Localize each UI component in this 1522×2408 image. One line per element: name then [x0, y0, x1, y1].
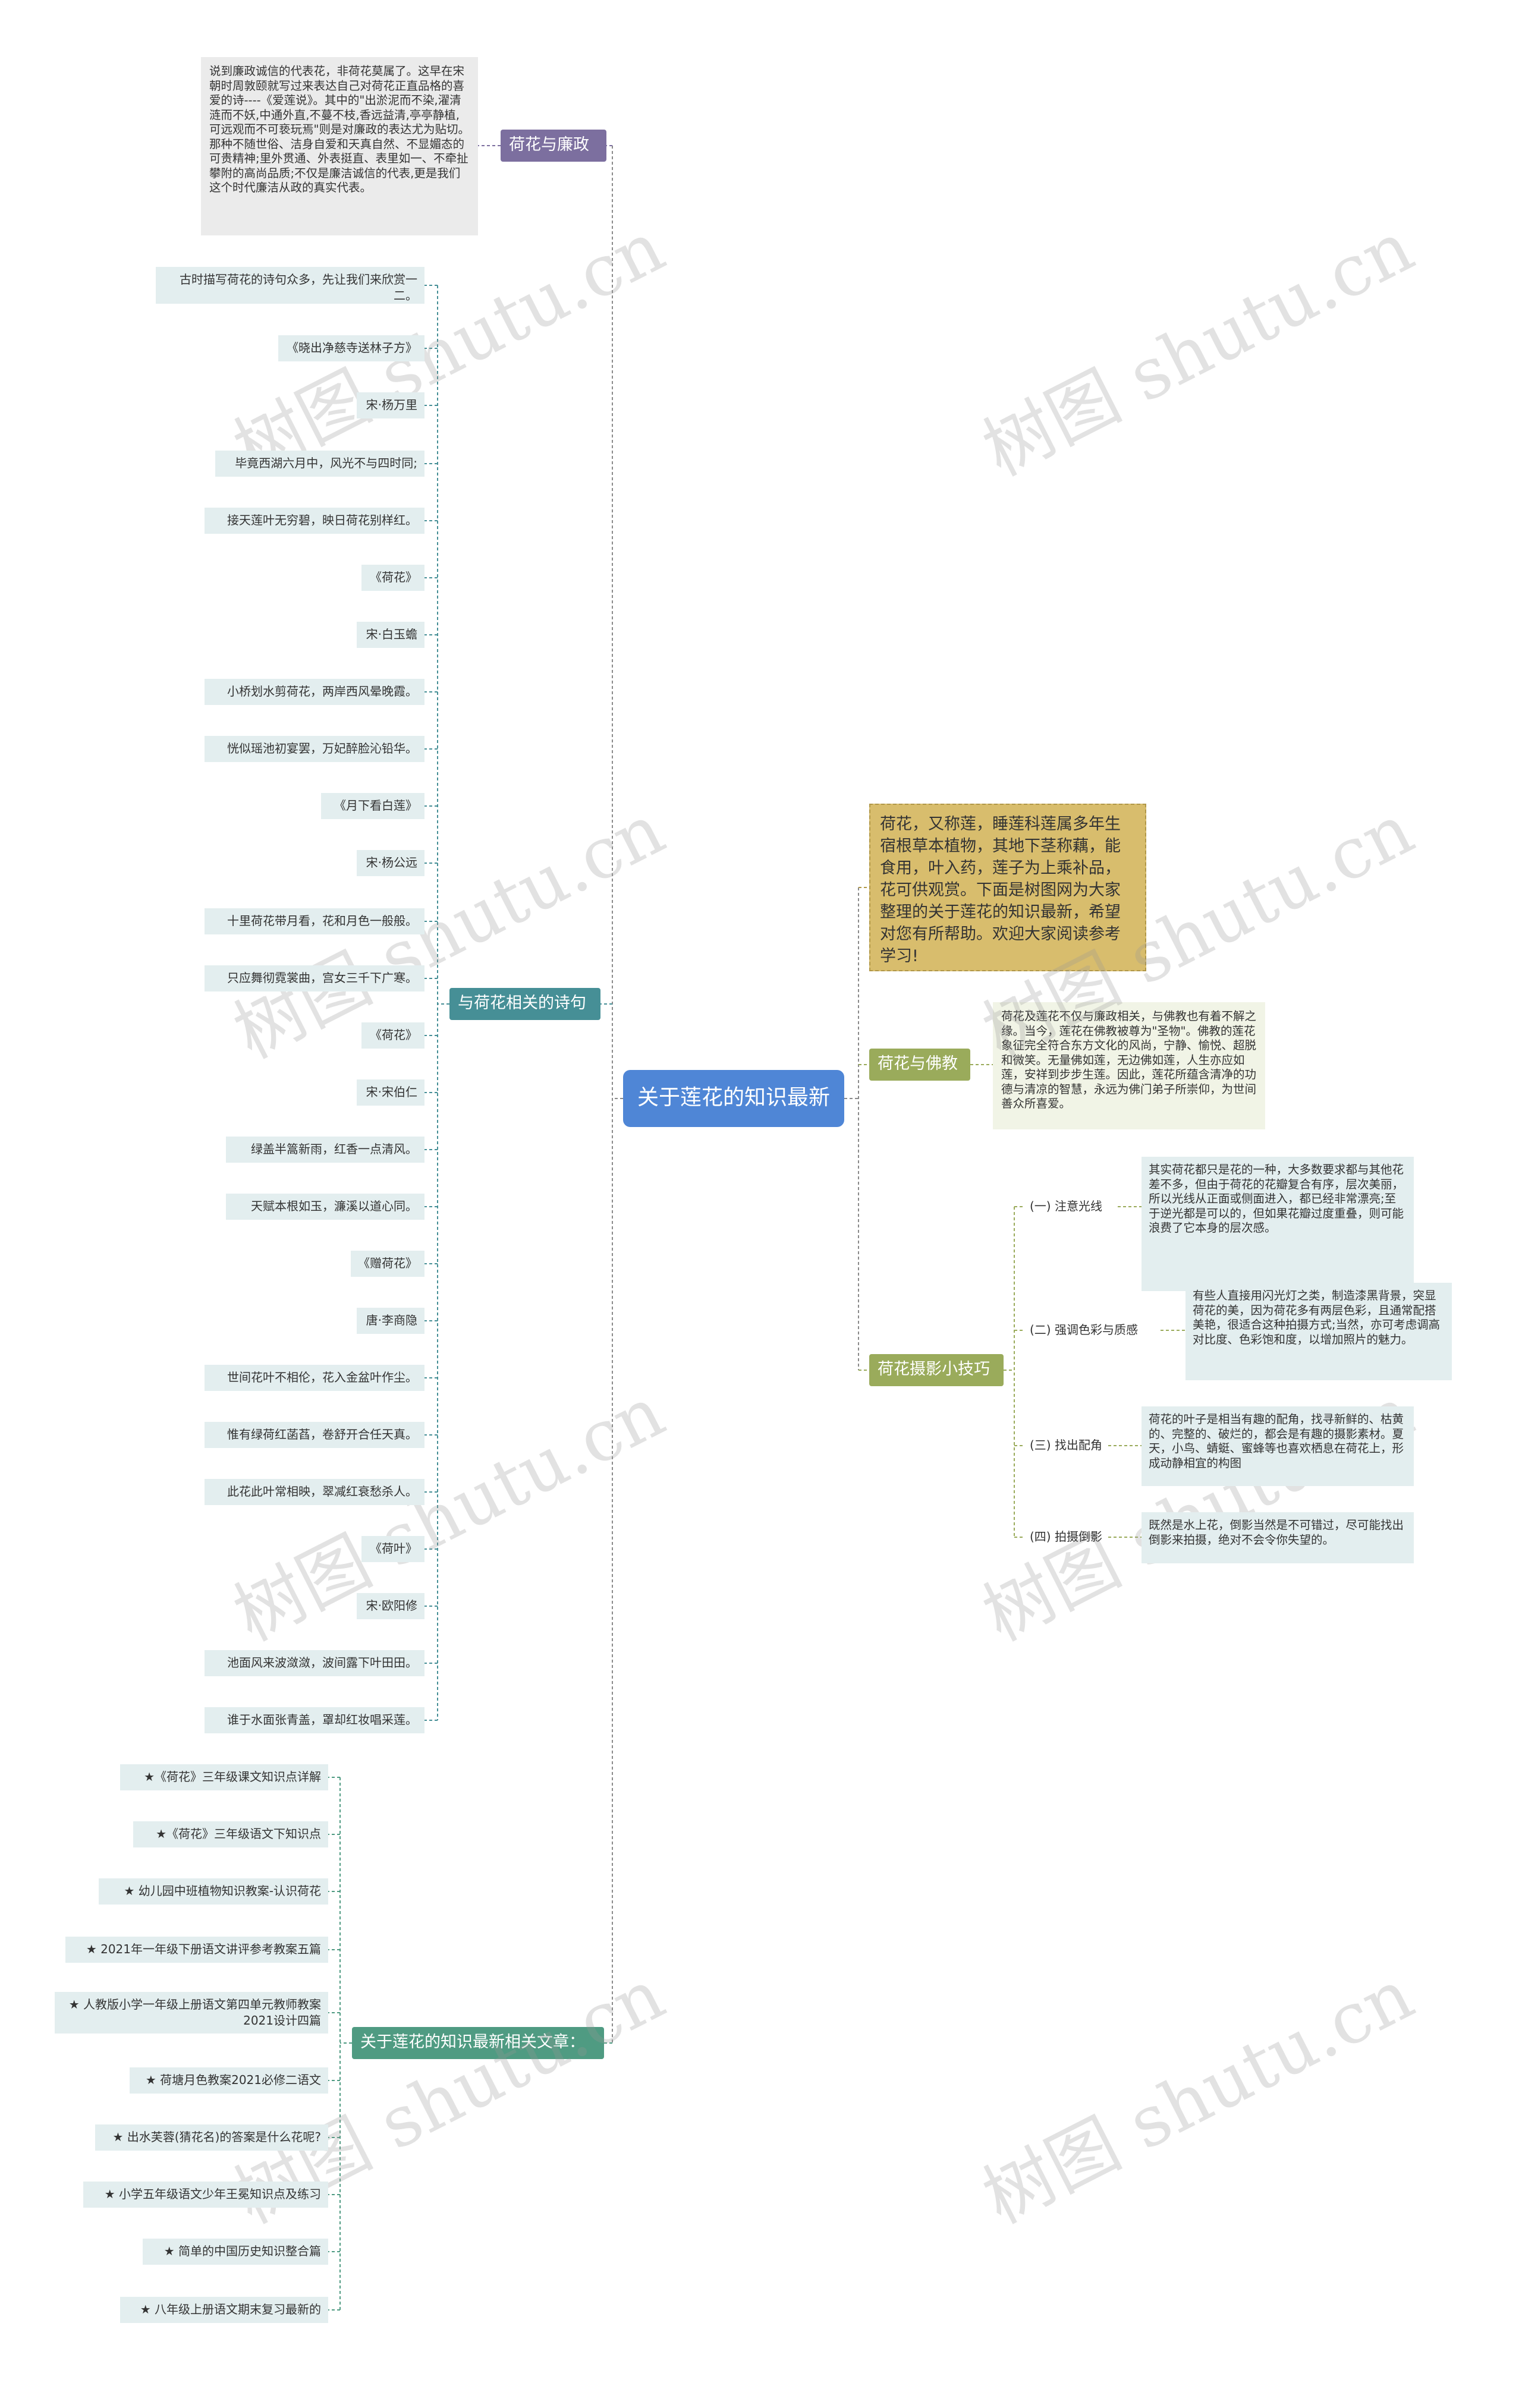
- poem-line: 唐·李商隐: [357, 1308, 424, 1334]
- poem-line: 宋·杨万里: [357, 392, 424, 418]
- branch-articles[interactable]: 关于莲花的知识最新相关文章：: [352, 2027, 604, 2059]
- watermark: 树图 shutu.cn: [970, 1371, 1426, 1657]
- root-topic[interactable]: 关于莲花的知识最新: [623, 1070, 844, 1127]
- article-link[interactable]: ★《荷花》三年级课文知识点详解: [120, 1764, 328, 1790]
- article-link[interactable]: ★ 2021年一年级下册语文讲评参考教案五篇: [65, 1937, 328, 1963]
- poem-line: 惟有绿荷红菡萏，卷舒开合任天真。: [205, 1422, 424, 1448]
- poem-line: 接天莲叶无穷碧，映日荷花别样红。: [205, 508, 424, 534]
- photo-tip-label[interactable]: (四) 拍摄倒影: [1030, 1529, 1102, 1544]
- article-link[interactable]: ★ 八年级上册语文期末复习最新的: [120, 2297, 328, 2323]
- poem-line: 《月下看白莲》: [321, 793, 424, 819]
- branch-lianzheng[interactable]: 荷花与廉政: [501, 130, 606, 162]
- photo-tip-note: 既然是水上花，倒影当然是不可错过，尽可能找出倒影来拍摄，绝对不会令你失望的。: [1142, 1512, 1414, 1563]
- article-link[interactable]: ★ 人教版小学一年级上册语文第四单元教师教案2021设计四篇: [55, 1992, 328, 2034]
- poem-line: 恍似瑶池初宴罢，万妃醉脸沁铅华。: [205, 736, 424, 762]
- article-link[interactable]: ★《荷花》三年级语文下知识点: [133, 1821, 328, 1847]
- article-link[interactable]: ★ 小学五年级语文少年王冕知识点及练习: [83, 2182, 328, 2208]
- photo-tip-label[interactable]: (二) 强调色彩与质感: [1030, 1323, 1138, 1337]
- poem-line: 天赋本根如玉，濂溪以道心同。: [226, 1194, 424, 1220]
- poem-line: 《荷花》: [361, 1022, 424, 1049]
- poem-line: 《赠荷花》: [351, 1251, 424, 1277]
- poem-line: 《荷花》: [361, 565, 424, 591]
- article-link[interactable]: ★ 简单的中国历史知识整合篇: [143, 2239, 328, 2265]
- poem-line: 宋·欧阳修: [357, 1593, 424, 1619]
- poem-line: 此花此叶常相映，翠减红衰愁杀人。: [205, 1479, 424, 1505]
- poem-line: 《荷叶》: [361, 1536, 424, 1562]
- article-link[interactable]: ★ 荷塘月色教案2021必修二语文: [130, 2067, 328, 2094]
- poem-line: 毕竟西湖六月中，风光不与四时同;: [215, 451, 424, 477]
- poem-line: 小桥划水剪荷花，两岸西风晕晚霞。: [205, 679, 424, 705]
- poem-line: 绿盖半篙新雨，红香一点清风。: [226, 1137, 424, 1163]
- poem-line: 池面风来波潋潋，波间露下叶田田。: [205, 1650, 424, 1676]
- poem-line: 宋·杨公远: [357, 850, 424, 876]
- photo-tip-note: 其实荷花都只是花的一种，大多数要求都与其他花差不多，但由于荷花的花瓣复合有序，层…: [1142, 1157, 1414, 1291]
- poem-line: 古时描写荷花的诗句众多，先让我们来欣赏一二。: [156, 267, 424, 304]
- lianzheng-note: 说到廉政诚信的代表花，非荷花莫属了。这早在宋朝时周敦颐就写过来表达自己对荷花正直…: [201, 57, 478, 235]
- photo-tip-label[interactable]: (一) 注意光线: [1030, 1199, 1102, 1213]
- photo-tip-note: 有些人直接用闪光灯之类，制造漆黑背景，突显荷花的美，因为荷花多有两层色彩，且通常…: [1185, 1283, 1452, 1380]
- branch-buddhism[interactable]: 荷花与佛教: [869, 1049, 970, 1081]
- poem-line: 宋·白玉蟾: [357, 622, 424, 648]
- branch-photo[interactable]: 荷花摄影小技巧: [869, 1354, 1004, 1386]
- poem-line: 十里荷花带月看，花和月色一般般。: [205, 908, 424, 934]
- poem-line: 宋·宋伯仁: [357, 1079, 424, 1106]
- watermark: 树图 shutu.cn: [221, 1370, 677, 1657]
- article-link[interactable]: ★ 出水芙蓉(猜花名)的答案是什么花呢?: [95, 2124, 328, 2151]
- photo-tip-note: 荷花的叶子是相当有趣的配角，找寻新鲜的、枯黄的、完整的、破烂的，都会是有趣的摄影…: [1142, 1406, 1414, 1486]
- article-link[interactable]: ★ 幼儿园中班植物知识教案-认识荷花: [99, 1878, 328, 1905]
- poem-line: 谁于水面张青盖，罩却红妆唱采莲。: [205, 1707, 424, 1733]
- poem-line: 只应舞彻霓裳曲，宫女三千下广寒。: [205, 965, 424, 991]
- photo-tip-label[interactable]: (三) 找出配角: [1030, 1438, 1102, 1452]
- branch-poems[interactable]: 与荷花相关的诗句: [449, 988, 600, 1020]
- poem-line: 世间花叶不相伦，花入金盆叶作尘。: [205, 1365, 424, 1391]
- buddhism-note: 荷花及莲花不仅与廉政相关，与佛教也有着不解之缘。当今，莲花在佛教被尊为"圣物"。…: [993, 1002, 1265, 1129]
- watermark: 树图 shutu.cn: [970, 1953, 1426, 2240]
- watermark: 树图 shutu.cn: [970, 205, 1426, 492]
- poem-line: 《晓出净慈寺送林子方》: [278, 335, 424, 361]
- intro-card: 荷花，又称莲，睡莲科莲属多年生宿根草本植物，其地下茎称藕，能食用，叶入药，莲子为…: [869, 804, 1146, 971]
